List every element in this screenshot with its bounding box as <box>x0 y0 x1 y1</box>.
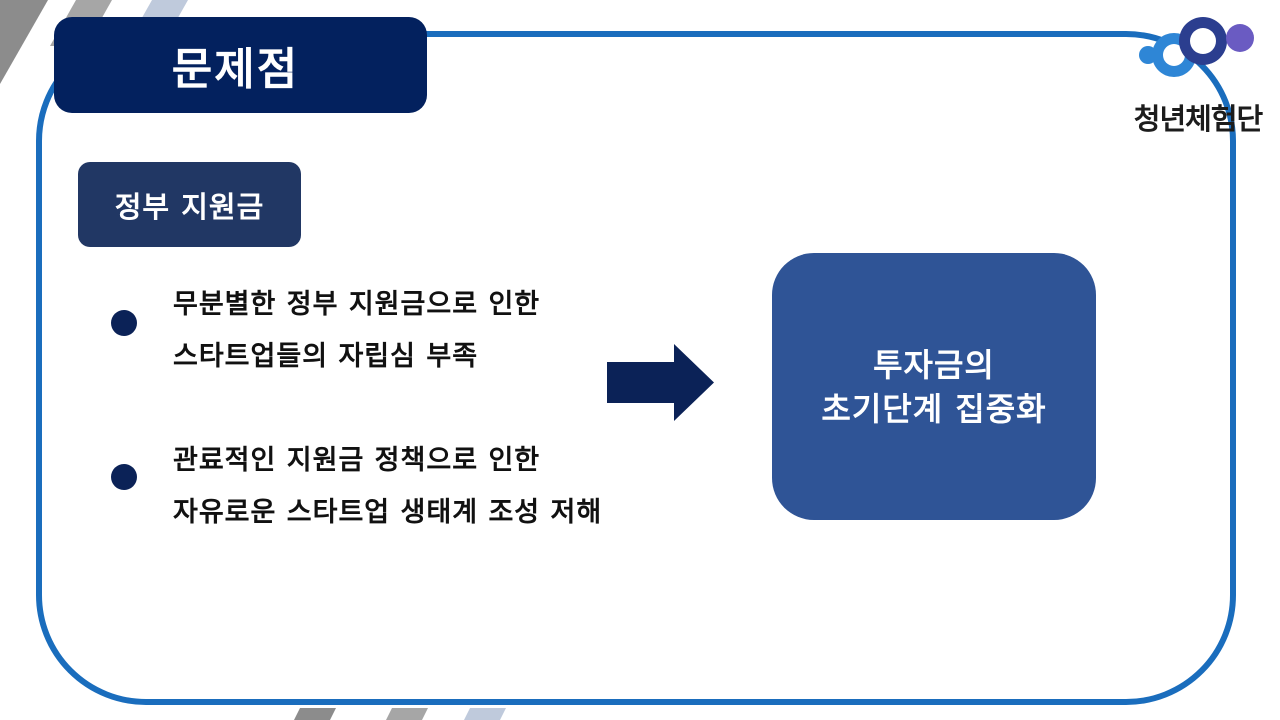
problem-1-line-2: 스타트업들의 자립심 부족 <box>173 341 479 372</box>
problem-2-line-1: 관료적인 지원금 정책으로 인한 <box>173 445 541 476</box>
circles-logo-icon <box>1139 17 1254 77</box>
title-banner: 문제점 <box>54 17 427 113</box>
page-title: 문제점 <box>171 44 300 95</box>
right-arrow-icon <box>607 344 714 421</box>
bullet-dot <box>111 464 137 490</box>
problem-1-line-1: 무분별한 정부 지원금으로 인한 <box>173 289 541 320</box>
problem-2-line-2: 자유로운 스타트업 생태계 조성 저해 <box>173 497 603 528</box>
section-tag: 정부 지원금 <box>78 162 301 247</box>
result-line-2: 초기단계 집중화 <box>821 389 1047 428</box>
result-box: 투자금의 초기단계 집중화 <box>772 253 1096 520</box>
logo-text: 청년체험단 <box>1133 102 1263 136</box>
section-label: 정부 지원금 <box>114 189 265 224</box>
bullet-dot <box>111 310 137 336</box>
logo: 청년체험단 <box>1112 8 1280 138</box>
result-line-1: 투자금의 <box>873 345 995 384</box>
